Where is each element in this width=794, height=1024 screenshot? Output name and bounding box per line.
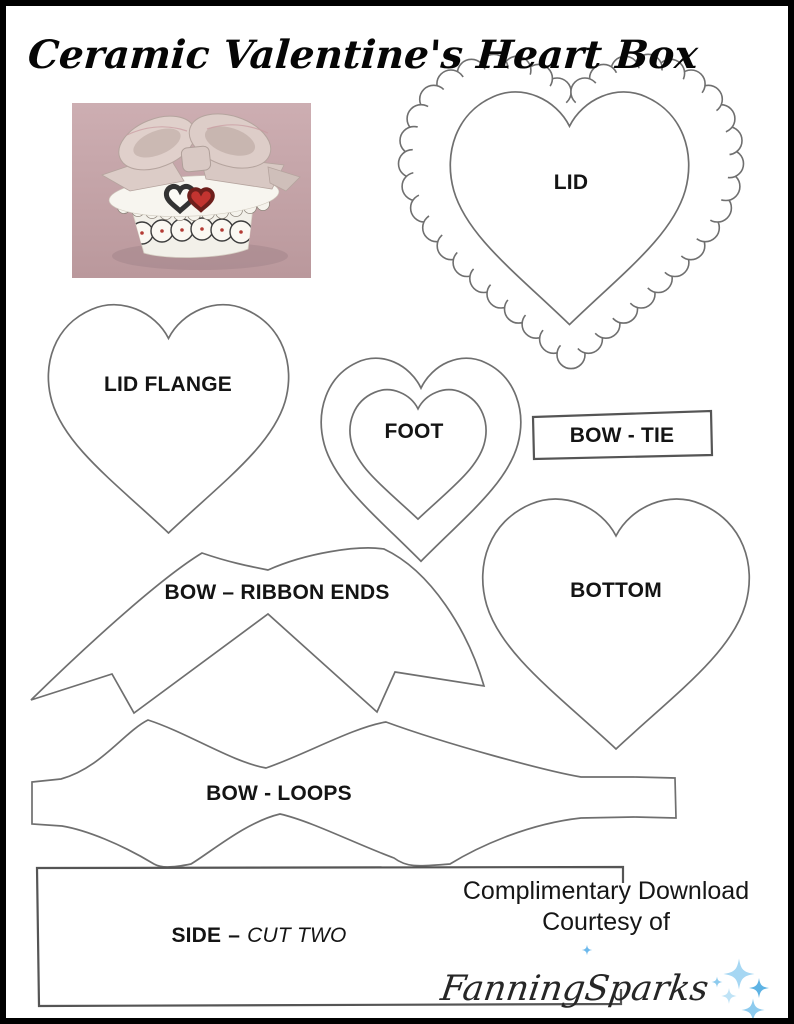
lid-flange-label: LID FLANGE [104,373,232,396]
page-title: Ceramic Valentine's Heart Box [26,32,700,78]
bottom-heart-shape [483,499,750,749]
sparkle-cluster-icon [711,958,769,1018]
brand-logo-text: FanningSparks [438,969,712,1009]
credit-line-1: Complimentary Download [462,877,750,905]
brand-logo: FanningSparks [439,944,769,1018]
side-label-note: CUT TWO [247,924,347,947]
lid-label: LID [553,171,589,194]
bow-tie-label: BOW - TIE [569,424,675,447]
side-label-separator: – [228,924,241,947]
bow-ribbon-ends-shape [30,547,486,715]
bow-loops-label: BOW - LOOPS [206,782,352,805]
template-shapes-canvas [30,53,794,1008]
side-label-name: SIDE [171,924,222,947]
bow-loops-shape [31,719,677,868]
finished-box-photo [72,103,311,278]
bow-ribbon-ends-label: BOW – RIBBON ENDS [164,581,390,604]
foot-label: FOOT [384,420,444,443]
credit-block: Complimentary Download Courtesy of Fanni… [439,876,769,1018]
lid-flange-heart-shape [48,305,288,533]
credit-line-2: Courtesy of [542,908,670,936]
bow-tie-rectangle-shape [531,409,714,461]
bottom-label: BOTTOM [570,579,662,602]
foot-heart-shape [319,356,523,564]
sparkle-icon [581,944,593,956]
side-rectangle-shape [35,865,625,1008]
photo-bow [101,113,301,192]
side-label: SIDE–CUT TWO [171,924,346,948]
lid-scalloped-heart-shape [397,53,745,370]
